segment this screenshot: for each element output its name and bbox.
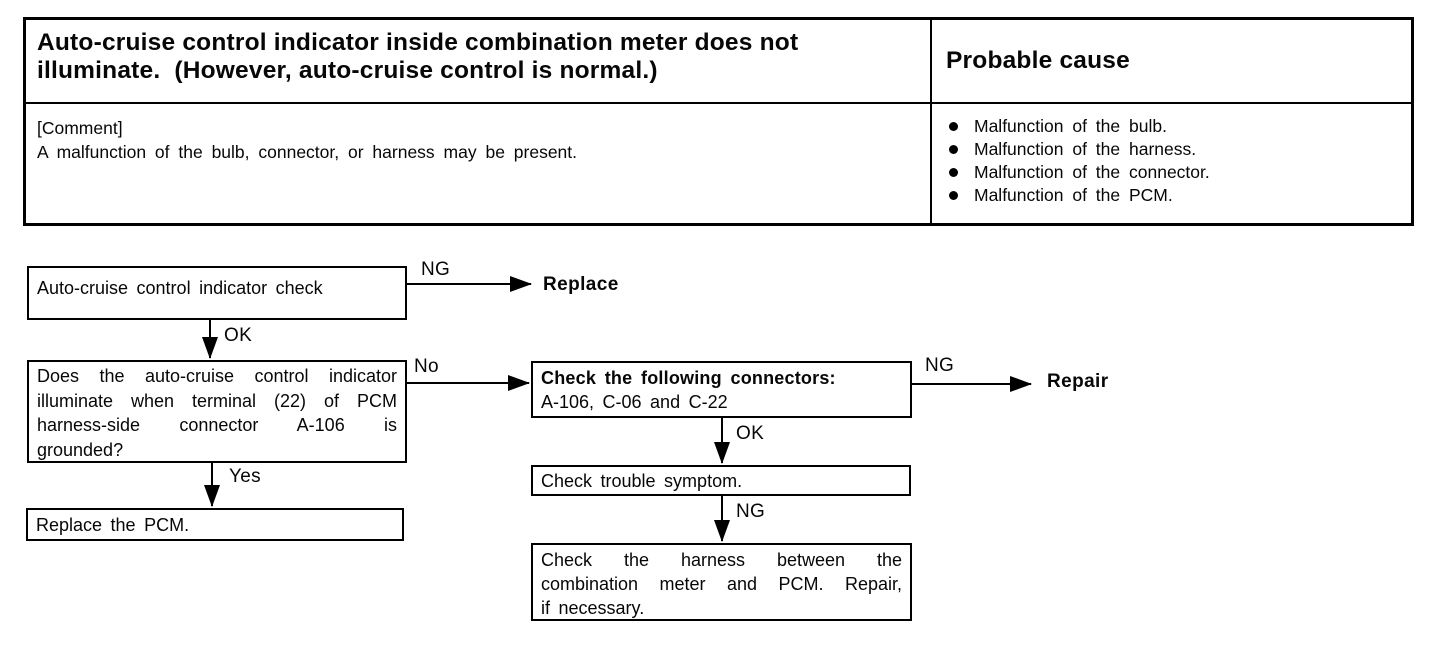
- flow-box-replace-pcm-text: Replace the PCM.: [36, 515, 190, 535]
- flow-box-question-line: harness-side connector A-106 is: [37, 415, 397, 435]
- probable-cause-header: Probable cause: [932, 20, 1411, 104]
- problem-statement-line: Auto-cruise control indicator inside com…: [37, 29, 753, 56]
- bullet-icon: [949, 145, 958, 154]
- problem-statement: Auto-cruise control indicator inside com…: [26, 20, 932, 104]
- cause-item-text: Malfunction of the PCM.: [974, 185, 1173, 205]
- cause-item-text: Malfunction of the harness.: [974, 139, 1197, 159]
- cause-item: Malfunction of the harness.: [945, 138, 1401, 161]
- bullet-icon: [949, 122, 958, 131]
- flow-box-harness-check-line: if necessary.: [541, 598, 645, 618]
- bullet-icon: [949, 168, 958, 177]
- flow-box-replace-pcm: Replace the PCM.: [26, 508, 404, 541]
- cause-item: Malfunction of the bulb.: [945, 115, 1401, 138]
- comment-cell: [Comment] A malfunction of the bulb, con…: [26, 104, 932, 223]
- probable-cause-header-label: Probable cause: [946, 47, 1130, 74]
- cause-item: Malfunction of the connector.: [945, 161, 1401, 184]
- flow-box-harness-check-line: combination meter and PCM. Repair,: [541, 574, 902, 594]
- probable-causes-cell: Malfunction of the bulb. Malfunction of …: [932, 104, 1411, 223]
- outcome-replace: Replace: [543, 274, 619, 295]
- branch-label-ng-3: NG: [736, 501, 766, 522]
- diagnosis-table: Auto-cruise control indicator inside com…: [23, 17, 1414, 226]
- flow-box-question-line: illuminate when terminal (22) of PCM: [37, 390, 397, 411]
- flow-box-indicator-check: Auto-cruise control indicator check: [27, 266, 407, 320]
- flow-box-harness-check-line: Check the harness between the: [541, 550, 902, 570]
- flow-box-question-line: Does the auto-cruise control indicator: [37, 366, 397, 386]
- flow-box-trouble-symptom-text: Check trouble symptom.: [541, 471, 743, 491]
- flow-box-check-connectors-items: A-106, C-06 and C-22: [541, 392, 728, 412]
- branch-label-no: No: [414, 356, 439, 377]
- bullet-icon: [949, 191, 958, 200]
- branch-label-ok-1: OK: [224, 325, 253, 346]
- cause-item-text: Malfunction of the connector.: [974, 162, 1210, 182]
- cause-item: Malfunction of the PCM.: [945, 184, 1401, 207]
- cause-item-text: Malfunction of the bulb.: [974, 116, 1167, 136]
- branch-label-ng-2: NG: [925, 355, 955, 376]
- comment-label: [Comment]: [37, 118, 123, 138]
- branch-label-ng-1: NG: [421, 259, 451, 280]
- flow-box-question-line: grounded?: [37, 439, 124, 460]
- flow-box-check-connectors: Check the following connectors: A-106, C…: [531, 361, 912, 418]
- problem-statement-line: not illuminate. (However, auto-cruise co…: [37, 29, 806, 84]
- probable-causes-list: Malfunction of the bulb. Malfunction of …: [945, 115, 1401, 207]
- outcome-repair: Repair: [1047, 371, 1109, 392]
- comment-text: A malfunction of the bulb, connector, or…: [37, 142, 578, 162]
- flow-box-harness-check: Check the harness between the combinatio…: [531, 543, 912, 621]
- branch-label-yes: Yes: [229, 466, 261, 487]
- flow-box-indicator-check-text: Auto-cruise control indicator check: [37, 278, 323, 298]
- branch-label-ok-2: OK: [736, 423, 765, 444]
- flow-box-question: Does the auto-cruise control indicator i…: [27, 360, 407, 463]
- flow-box-trouble-symptom: Check trouble symptom.: [531, 465, 911, 496]
- flow-box-check-connectors-title: Check the following connectors:: [541, 368, 836, 388]
